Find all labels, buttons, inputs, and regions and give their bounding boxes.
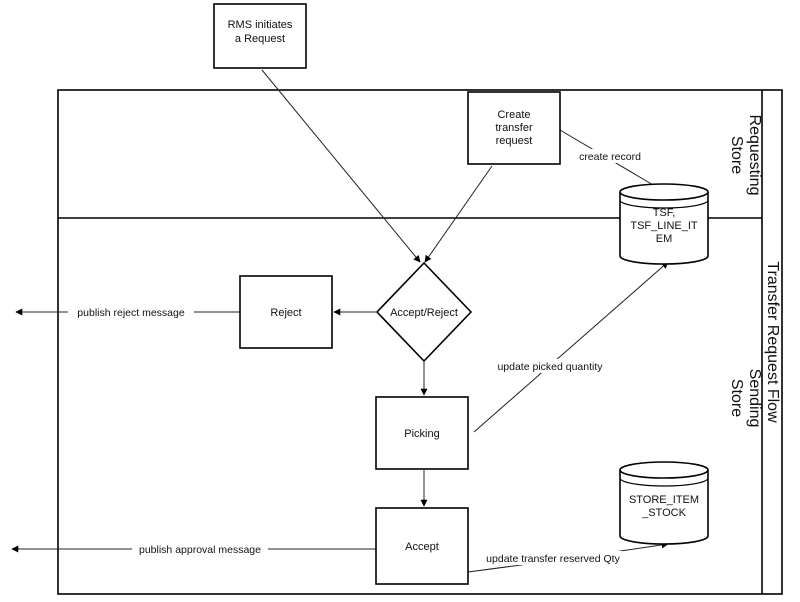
node-accept-label: Accept (405, 541, 439, 553)
database-store-item-stock-line2: _STOCK (641, 507, 686, 519)
edge-label-bg (490, 359, 610, 373)
node-create-line3: request (496, 135, 533, 147)
edge-update-picked (473, 261, 669, 433)
node-create-transfer-request: Create transfer request (467, 91, 561, 165)
database-tsf-line1: TSF, (653, 207, 676, 219)
pool-label: Transfer Request Flow (764, 261, 781, 423)
edge-label-bg (484, 551, 622, 565)
edge-create-to-accept-reject (424, 165, 493, 263)
edge-label-publish-approval: publish approval message (139, 544, 261, 556)
node-picking-label: Picking (404, 428, 439, 440)
edge-label-bg (68, 305, 194, 320)
database-store-item-stock-line1: STORE_ITEM (629, 494, 699, 506)
edge-label-bg (574, 149, 646, 163)
lane-label-requesting-store: Requesting Store (728, 115, 763, 196)
edge-label-update-reserved: update transfer reserved Qty (486, 553, 620, 565)
node-rms-line2: a Request (235, 33, 285, 45)
node-reject: Reject (239, 275, 333, 349)
database-tsf-line2: TSF_LINE_IT (630, 220, 698, 232)
database-tsf-line3: EM (656, 233, 673, 245)
lane-label-requesting-line2: Store (728, 136, 745, 174)
edge-label-create-record: create record (579, 151, 641, 163)
edge-label-publish-reject: publish reject message (77, 307, 185, 319)
node-accept: Accept (375, 507, 469, 585)
node-rms-line1: RMS initiates (228, 19, 293, 31)
lane-label-requesting-line1: Requesting (746, 115, 763, 196)
node-create-line1: Create (497, 109, 530, 121)
database-store-item-stock-cylinder: STORE_ITEM _STOCK (619, 461, 709, 545)
node-rms-initiates-request: RMS initiates a Request (213, 3, 307, 69)
lane-label-sending-line2: Store (728, 379, 745, 417)
pool-frame (57, 89, 783, 595)
node-accept-reject-label: Accept/Reject (390, 307, 458, 319)
node-reject-label: Reject (270, 307, 301, 319)
edge-label-bg (132, 542, 268, 557)
node-accept-reject-decision: Accept/Reject (375, 261, 473, 363)
node-picking: Picking (375, 396, 469, 470)
lane-label-sending-store: Sending Store (728, 369, 763, 428)
node-create-line2: transfer (495, 122, 533, 134)
edge-label-update-picked: update picked quantity (497, 361, 603, 373)
database-tsf-cylinder: TSF, TSF_LINE_IT EM (619, 183, 709, 265)
pool-label-text: Transfer Request Flow (764, 261, 781, 423)
edge-rms-to-accept-reject (261, 69, 421, 263)
lane-label-sending-line1: Sending (746, 369, 763, 428)
